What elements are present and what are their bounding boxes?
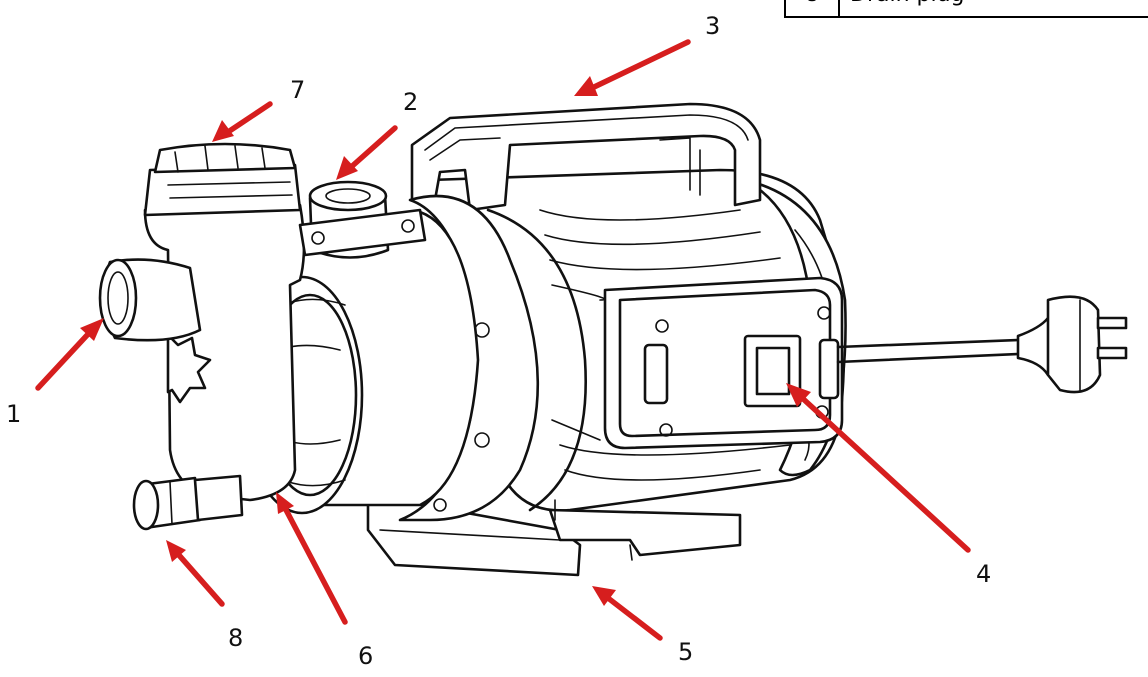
arrow-7 <box>225 101 273 135</box>
drain-plug <box>132 474 244 531</box>
arrow-8 <box>175 551 225 607</box>
switch-box <box>603 276 844 450</box>
power-cord <box>836 295 1128 394</box>
arrow-3 <box>589 39 691 91</box>
arrow-5 <box>605 595 663 641</box>
callout-4: 4 <box>976 560 991 588</box>
outlet-port <box>298 180 427 259</box>
callout-2: 2 <box>403 88 418 116</box>
legend-number: 8 <box>784 0 840 18</box>
carry-handle <box>410 102 762 212</box>
callout-numbers: 1 2 3 4 5 6 7 8 <box>6 12 991 670</box>
callout-7: 7 <box>290 76 305 104</box>
legend-row: 8 Drain plug <box>784 0 1148 18</box>
arrow-4 <box>797 393 971 553</box>
callout-1: 1 <box>6 400 21 428</box>
callout-arrows <box>35 39 971 641</box>
on-off-switch <box>743 334 802 408</box>
legend-label: Drain plug <box>838 0 1148 18</box>
callout-8: 8 <box>228 624 243 652</box>
arrow-1 <box>35 329 93 391</box>
arrow-6 <box>282 505 348 625</box>
inlet-port <box>98 258 202 342</box>
parts-legend-table: 8 Drain plug <box>784 0 1148 18</box>
callout-3: 3 <box>705 12 720 40</box>
arrow-2 <box>347 125 398 171</box>
callout-6: 6 <box>358 642 373 670</box>
callout-5: 5 <box>678 638 693 666</box>
